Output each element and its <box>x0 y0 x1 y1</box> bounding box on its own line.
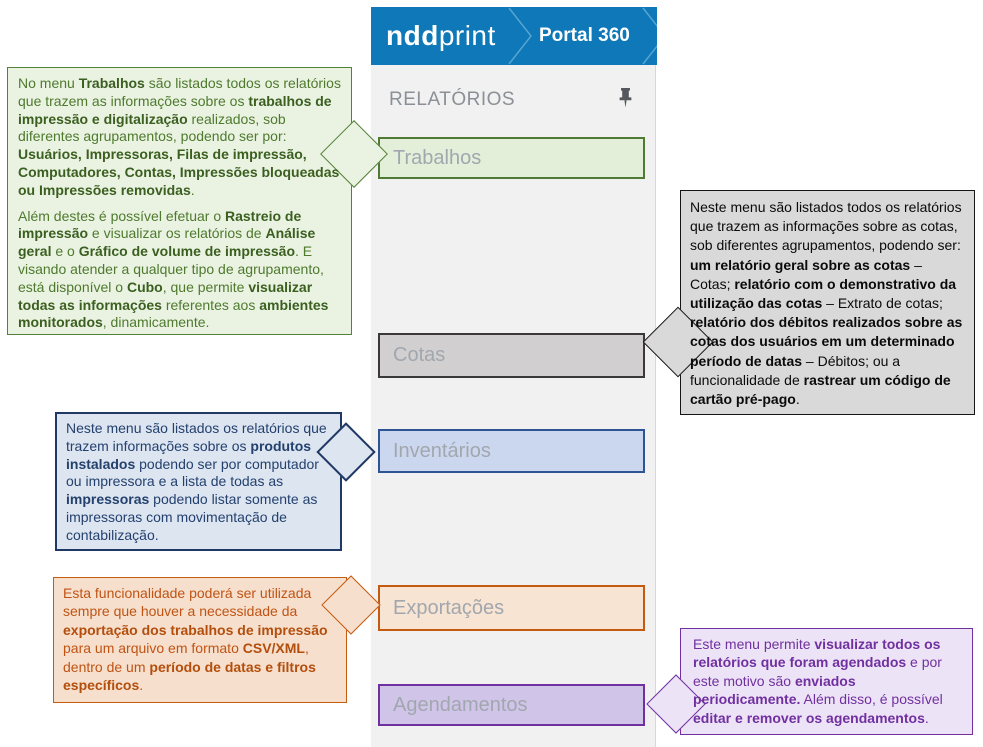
pushpin-icon[interactable] <box>617 88 634 110</box>
sidebar-item-inventarios[interactable]: Inventários <box>378 429 645 473</box>
nddprint-logo: nddprint <box>386 7 496 65</box>
product-name: Portal 360 <box>539 25 630 46</box>
callout-paragraph: Este menu permite visualizar todos os re… <box>693 636 943 726</box>
callout-inventarios-text: Neste menu são listados os relatórios qu… <box>66 420 331 545</box>
sidebar-item-label: Exportações <box>393 596 505 619</box>
sidebar-item-label: Agendamentos <box>393 693 528 716</box>
sidebar-item-agendamentos[interactable]: Agendamentos <box>378 684 645 726</box>
callout-paragraph: Neste menu são listados os relatórios qu… <box>66 420 327 543</box>
callout-trabalhos-text: No menu Trabalhos são listados todos os … <box>18 75 341 332</box>
callout-inventarios: Neste menu são listados os relatórios qu… <box>55 412 342 551</box>
callout-agendamentos: Este menu permite visualizar todos os re… <box>680 628 973 735</box>
chevron-separator-icon <box>508 7 657 65</box>
sidebar: RELATÓRIOS Trabalhos Cotas Inventários E… <box>371 65 656 747</box>
callout-cotas-text: Neste menu são listados todos os relatór… <box>690 198 965 409</box>
logo-ndd: ndd <box>386 20 439 51</box>
app-header: nddprint Portal 360 <box>371 7 657 65</box>
callout-exportacoes-text: Esta funcionalidade poderá ser utilizada… <box>63 584 337 694</box>
sidebar-item-cotas[interactable]: Cotas <box>378 333 645 378</box>
callout-exportacoes: Esta funcionalidade poderá ser utilizada… <box>53 577 347 703</box>
sidebar-item-exportacoes[interactable]: Exportações <box>378 585 645 631</box>
sidebar-item-label: Inventários <box>393 439 491 462</box>
callout-trabalhos: No menu Trabalhos são listados todos os … <box>7 67 352 335</box>
callout-paragraph: Esta funcionalidade poderá ser utilizada… <box>63 585 328 694</box>
sidebar-item-label: Trabalhos <box>393 146 482 169</box>
sidebar-item-label: Cotas <box>393 344 446 366</box>
callout-paragraph: No menu Trabalhos são listados todos os … <box>18 75 341 198</box>
callout-paragraph: Neste menu são listados todos os relatór… <box>690 199 963 408</box>
logo-print: print <box>438 20 496 51</box>
sidebar-section-title: RELATÓRIOS <box>389 89 516 110</box>
callout-paragraph: Além destes é possível efetuar o Rastrei… <box>18 207 329 331</box>
callout-agendamentos-text: Este menu permite visualizar todos os re… <box>693 635 960 727</box>
callout-cotas: Neste menu são listados todos os relatór… <box>680 190 975 415</box>
sidebar-item-trabalhos[interactable]: Trabalhos <box>378 137 645 179</box>
